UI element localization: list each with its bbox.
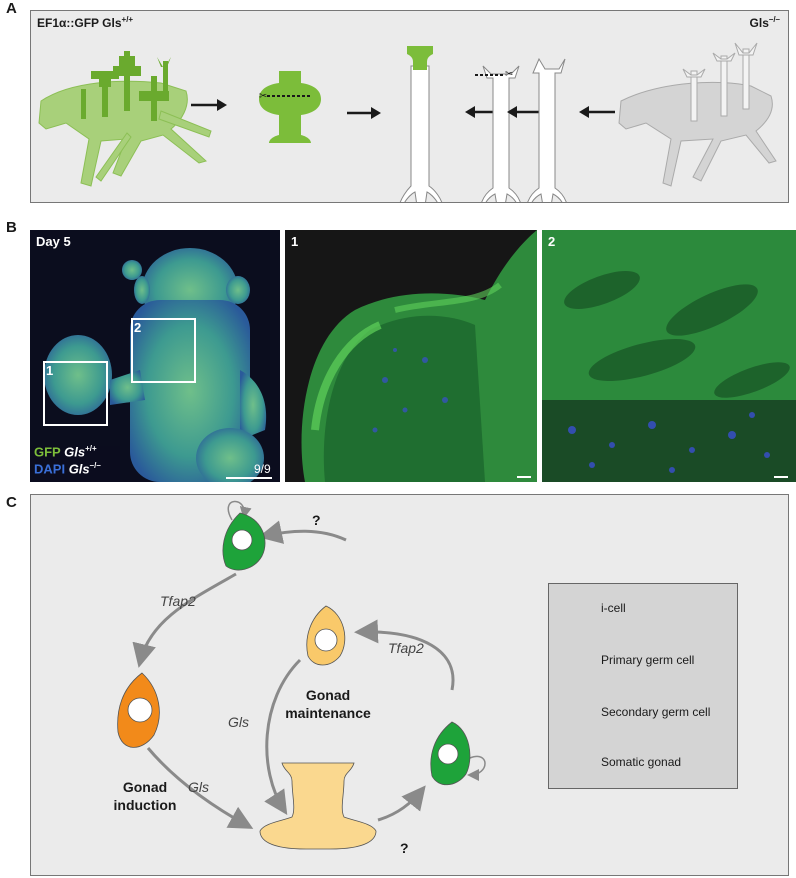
overview-micrograph: Day 5 1 2 GFP Gls+/+ DAPI Gls–/– 9/9 bbox=[30, 230, 280, 482]
arrow-gls-bottom bbox=[146, 747, 254, 829]
panel-label-a: A bbox=[6, 0, 17, 17]
day-label: Day 5 bbox=[36, 234, 71, 249]
legend-secondary-germ-cell: Secondary germ cell bbox=[601, 705, 711, 719]
gls-bottom-label: Gls bbox=[188, 779, 209, 795]
primary-germ-cell bbox=[117, 672, 160, 748]
panel-a: EF1α::GFP Gls+/+ Gls–/– bbox=[30, 10, 789, 203]
self-renewal-arrow-top bbox=[227, 500, 252, 521]
icell-top bbox=[222, 512, 266, 571]
somatic-gonad bbox=[259, 762, 377, 850]
scissors-icon-2: ✂ bbox=[505, 69, 513, 80]
left-genotype-label: EF1α::GFP Gls+/+ bbox=[37, 15, 134, 30]
excised-gfp-polyp bbox=[259, 71, 321, 143]
inset-label-2: 2 bbox=[134, 320, 142, 335]
cell-type-legend: i-cell Primary germ cell Secondary germ … bbox=[548, 583, 738, 789]
secondary-germ-cell bbox=[306, 605, 346, 666]
scale-bar-overview bbox=[226, 477, 272, 479]
scissors-icon-1: ✂ bbox=[259, 91, 267, 102]
zoom-2-fluorescence-image bbox=[542, 230, 796, 482]
zoom-label-1: 1 bbox=[291, 234, 299, 249]
right-genotype-label: Gls–/– bbox=[749, 15, 780, 30]
inset-box-2 bbox=[131, 318, 196, 383]
legend-somatic-gonad: Somatic gonad bbox=[601, 755, 682, 769]
question-bottom: ? bbox=[400, 840, 409, 856]
tfap2-right-label: Tfap2 bbox=[388, 640, 424, 656]
self-renewal-arrow-right bbox=[467, 755, 486, 781]
gls-mutant-polyps bbox=[682, 42, 758, 122]
recipient-polyp-cut bbox=[481, 65, 521, 202]
panel-label-b: B bbox=[6, 219, 17, 236]
gfp-polyps bbox=[81, 51, 171, 121]
graft-schematic: ✂ ✂ bbox=[38, 42, 777, 202]
zoom-micrograph-2: 2 bbox=[542, 230, 796, 482]
lineage-arrows bbox=[132, 520, 455, 829]
inset-label-1: 1 bbox=[46, 363, 54, 378]
scale-bar-zoom-1 bbox=[517, 476, 531, 478]
arrow-question-bottom bbox=[377, 785, 426, 822]
arrow-right-1 bbox=[191, 99, 227, 111]
polyp-fluorescence-image bbox=[30, 248, 267, 482]
tfap2-left-label: Tfap2 bbox=[160, 593, 196, 609]
sample-count: 9/9 bbox=[254, 462, 271, 476]
panel-label-c: C bbox=[6, 494, 17, 511]
inset-box-1 bbox=[43, 361, 108, 426]
grafted-gfp-head bbox=[407, 46, 433, 70]
zoom-1-fluorescence-image bbox=[301, 230, 537, 482]
legend-icell: i-cell bbox=[601, 601, 626, 615]
channel-legend-gfp: GFP Gls+/+ bbox=[34, 444, 97, 460]
arrow-gls-center bbox=[264, 658, 302, 816]
scale-bar-zoom-2 bbox=[774, 476, 788, 478]
legend-primary-germ-cell: Primary germ cell bbox=[601, 653, 695, 667]
gfp-colony-illustration bbox=[38, 80, 212, 187]
arrow-tfap2-left bbox=[132, 572, 237, 668]
icell-right bbox=[430, 721, 471, 786]
zoom-micrograph-1: 1 bbox=[285, 230, 537, 482]
recipient-polyp bbox=[527, 57, 567, 202]
arrow-left-4 bbox=[507, 106, 543, 118]
arrow-right-2 bbox=[347, 107, 381, 119]
gonad-induction-label: Gonad induction bbox=[113, 779, 177, 813]
zoom-label-2: 2 bbox=[548, 234, 556, 249]
channel-legend-dapi: DAPI Gls–/– bbox=[34, 461, 101, 477]
arrow-tfap2-right bbox=[354, 619, 455, 691]
question-top: ? bbox=[312, 512, 321, 528]
gls-center-label: Gls bbox=[228, 714, 249, 730]
gls-mutant-colony bbox=[618, 81, 777, 187]
gonad-maintenance-label: Gonad maintenance bbox=[285, 687, 371, 721]
arrow-left-5 bbox=[579, 106, 615, 118]
arrow-question-top bbox=[258, 520, 347, 544]
grafted-polyp bbox=[399, 65, 443, 202]
